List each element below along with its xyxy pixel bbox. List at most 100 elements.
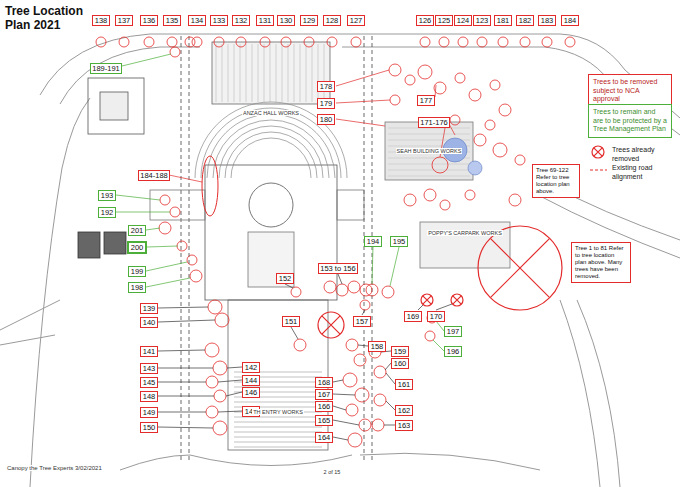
removal-callout-box: 164 bbox=[315, 432, 333, 443]
callout-number: 132 bbox=[235, 16, 248, 25]
building-outline bbox=[205, 165, 337, 300]
tree-canopy bbox=[458, 37, 468, 47]
callout-number: 142 bbox=[245, 363, 258, 372]
legend-swatch-box: Trees to remain and are to be protected … bbox=[588, 104, 672, 138]
tree-canopy bbox=[404, 194, 416, 206]
retained-callout-box: 189-191 bbox=[90, 63, 123, 74]
removal-callout-box: 167 bbox=[315, 389, 333, 400]
removal-callout-box: 165 bbox=[315, 415, 333, 426]
callout-number: 151 bbox=[285, 317, 298, 326]
removed-trees bbox=[318, 146, 604, 338]
tree-canopy bbox=[236, 37, 246, 47]
removal-callout-box: 150 bbox=[140, 422, 158, 433]
tree-canopy bbox=[213, 421, 227, 435]
tree-canopy bbox=[213, 361, 227, 375]
building-outline bbox=[88, 78, 144, 134]
removal-callout-box: 177 bbox=[417, 95, 435, 106]
tree-canopy bbox=[468, 161, 482, 175]
removed-tree-cross bbox=[423, 296, 431, 304]
tree-canopy bbox=[187, 255, 197, 265]
tree-canopy bbox=[432, 157, 448, 173]
road-edge bbox=[560, 300, 600, 487]
stair-line bbox=[234, 422, 322, 423]
removal-callout-box: 158 bbox=[368, 341, 386, 352]
callout-number: 189-191 bbox=[92, 64, 120, 73]
callout-number: 152 bbox=[279, 274, 292, 283]
tree-canopy bbox=[450, 115, 460, 125]
tree-canopy bbox=[214, 37, 224, 47]
hatch-line bbox=[282, 44, 283, 102]
leader-line bbox=[158, 412, 206, 413]
removal-callout-box: 170 bbox=[427, 311, 445, 322]
tree-canopy bbox=[336, 284, 348, 296]
callout-number: 184 bbox=[564, 16, 577, 25]
tree-canopy bbox=[439, 37, 449, 47]
removed-tree-circle bbox=[451, 294, 463, 306]
tree-canopy bbox=[359, 419, 371, 431]
dashed-road-line bbox=[181, 36, 182, 462]
callout-number: 201 bbox=[131, 226, 144, 235]
note-text: Tree 69-122 Refer to tree location plan … bbox=[536, 167, 570, 194]
tree-canopy bbox=[424, 189, 436, 201]
road-edge bbox=[30, 98, 90, 487]
building-outline bbox=[212, 42, 330, 104]
tree-canopy bbox=[343, 373, 357, 387]
removal-callout-box: 159 bbox=[391, 346, 409, 357]
leader-line bbox=[116, 212, 170, 213]
dashed-road-line bbox=[372, 36, 373, 462]
callout-number: 130 bbox=[280, 16, 293, 25]
leader-line bbox=[158, 427, 213, 428]
tree-canopy bbox=[327, 37, 337, 47]
hatch-line bbox=[388, 164, 470, 165]
callout-number: 163 bbox=[398, 421, 411, 430]
seating-arc bbox=[195, 102, 347, 178]
area-label: ANZAC HALL WORKS bbox=[242, 110, 300, 116]
callout-number: 166 bbox=[318, 402, 331, 411]
removal-callout-box: 179 bbox=[317, 98, 335, 109]
seating-arc bbox=[201, 108, 341, 178]
road-edge bbox=[0, 300, 60, 330]
hatch-line bbox=[216, 44, 217, 102]
tree-canopy bbox=[499, 104, 511, 116]
removal-callout-box: 171-176 bbox=[418, 117, 451, 128]
stair-line bbox=[234, 442, 322, 443]
tree-canopy bbox=[490, 80, 500, 90]
area-label: POPPY'S CARPARK WORKS bbox=[427, 230, 503, 236]
tree-canopy bbox=[366, 284, 378, 296]
callout-number: 165 bbox=[318, 416, 331, 425]
callout-number: 197 bbox=[447, 327, 460, 336]
tree-canopy bbox=[405, 75, 415, 85]
removed-tree-cross bbox=[594, 148, 602, 156]
removal-callout-box: 133 bbox=[210, 15, 228, 26]
tree-canopy bbox=[281, 37, 291, 47]
removed-tree-circle bbox=[318, 312, 344, 338]
callout-number: 124 bbox=[457, 16, 470, 25]
tree-canopy bbox=[170, 47, 180, 57]
leader-line bbox=[122, 54, 171, 66]
removal-callout-box: 146 bbox=[242, 387, 260, 398]
road-edge bbox=[60, 47, 200, 104]
leader-line bbox=[218, 411, 242, 412]
callout-number: 129 bbox=[303, 16, 316, 25]
callout-number: 158 bbox=[371, 342, 384, 351]
tree-canopy bbox=[208, 300, 222, 314]
callout-number: 171-176 bbox=[420, 118, 448, 127]
leader-line bbox=[158, 350, 205, 351]
tree-canopy bbox=[515, 155, 525, 165]
leader-line bbox=[158, 382, 206, 383]
leader-line bbox=[386, 373, 395, 384]
callout-number: 123 bbox=[476, 16, 489, 25]
legend-text: Trees to remain and are to be protected … bbox=[593, 108, 667, 132]
removal-callout-box: 130 bbox=[277, 15, 295, 26]
callout-number: 179 bbox=[320, 99, 333, 108]
seating-arc bbox=[225, 132, 317, 178]
removal-callout-box: 161 bbox=[395, 379, 413, 390]
hatch-line bbox=[388, 134, 470, 135]
removed-tree-circle bbox=[592, 146, 604, 158]
removal-callout-box: 151 bbox=[282, 316, 300, 327]
removal-callout-box: 163 bbox=[395, 420, 413, 431]
leader-line bbox=[291, 327, 298, 339]
tree-canopy bbox=[346, 339, 358, 351]
